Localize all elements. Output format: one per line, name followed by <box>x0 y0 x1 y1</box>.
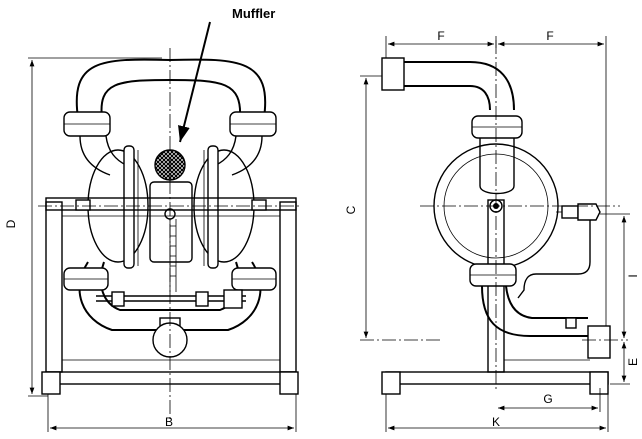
stand-top-bar <box>45 197 297 211</box>
dim-label-f-left: F <box>437 29 444 43</box>
dim-label-e: E <box>626 358 640 366</box>
dim-label-k: K <box>492 415 500 429</box>
stand-base <box>45 371 297 385</box>
dim-label-f-right: F <box>546 29 553 43</box>
left-foot <box>41 371 61 395</box>
side-view <box>360 36 630 432</box>
outlet-flange <box>587 325 611 359</box>
top-pipe <box>404 61 515 111</box>
inlet-flange <box>381 57 405 91</box>
dim-label-c: C <box>344 205 358 214</box>
dim-label-d: D <box>4 219 18 228</box>
dim-label-i: I <box>626 274 640 277</box>
muffler-leader-arrow <box>178 21 211 143</box>
dim-label-b: B <box>165 415 173 429</box>
top-manifold <box>75 58 267 119</box>
right-stand-post <box>279 201 297 373</box>
muffler-label: Muffler <box>232 6 275 21</box>
left-stand-post <box>45 201 63 373</box>
right-foot <box>279 371 299 395</box>
air-valve <box>577 203 601 221</box>
center-block <box>149 181 193 263</box>
front-view <box>28 48 300 432</box>
dim-label-g: G <box>543 392 552 406</box>
side-stand-base <box>385 371 609 385</box>
